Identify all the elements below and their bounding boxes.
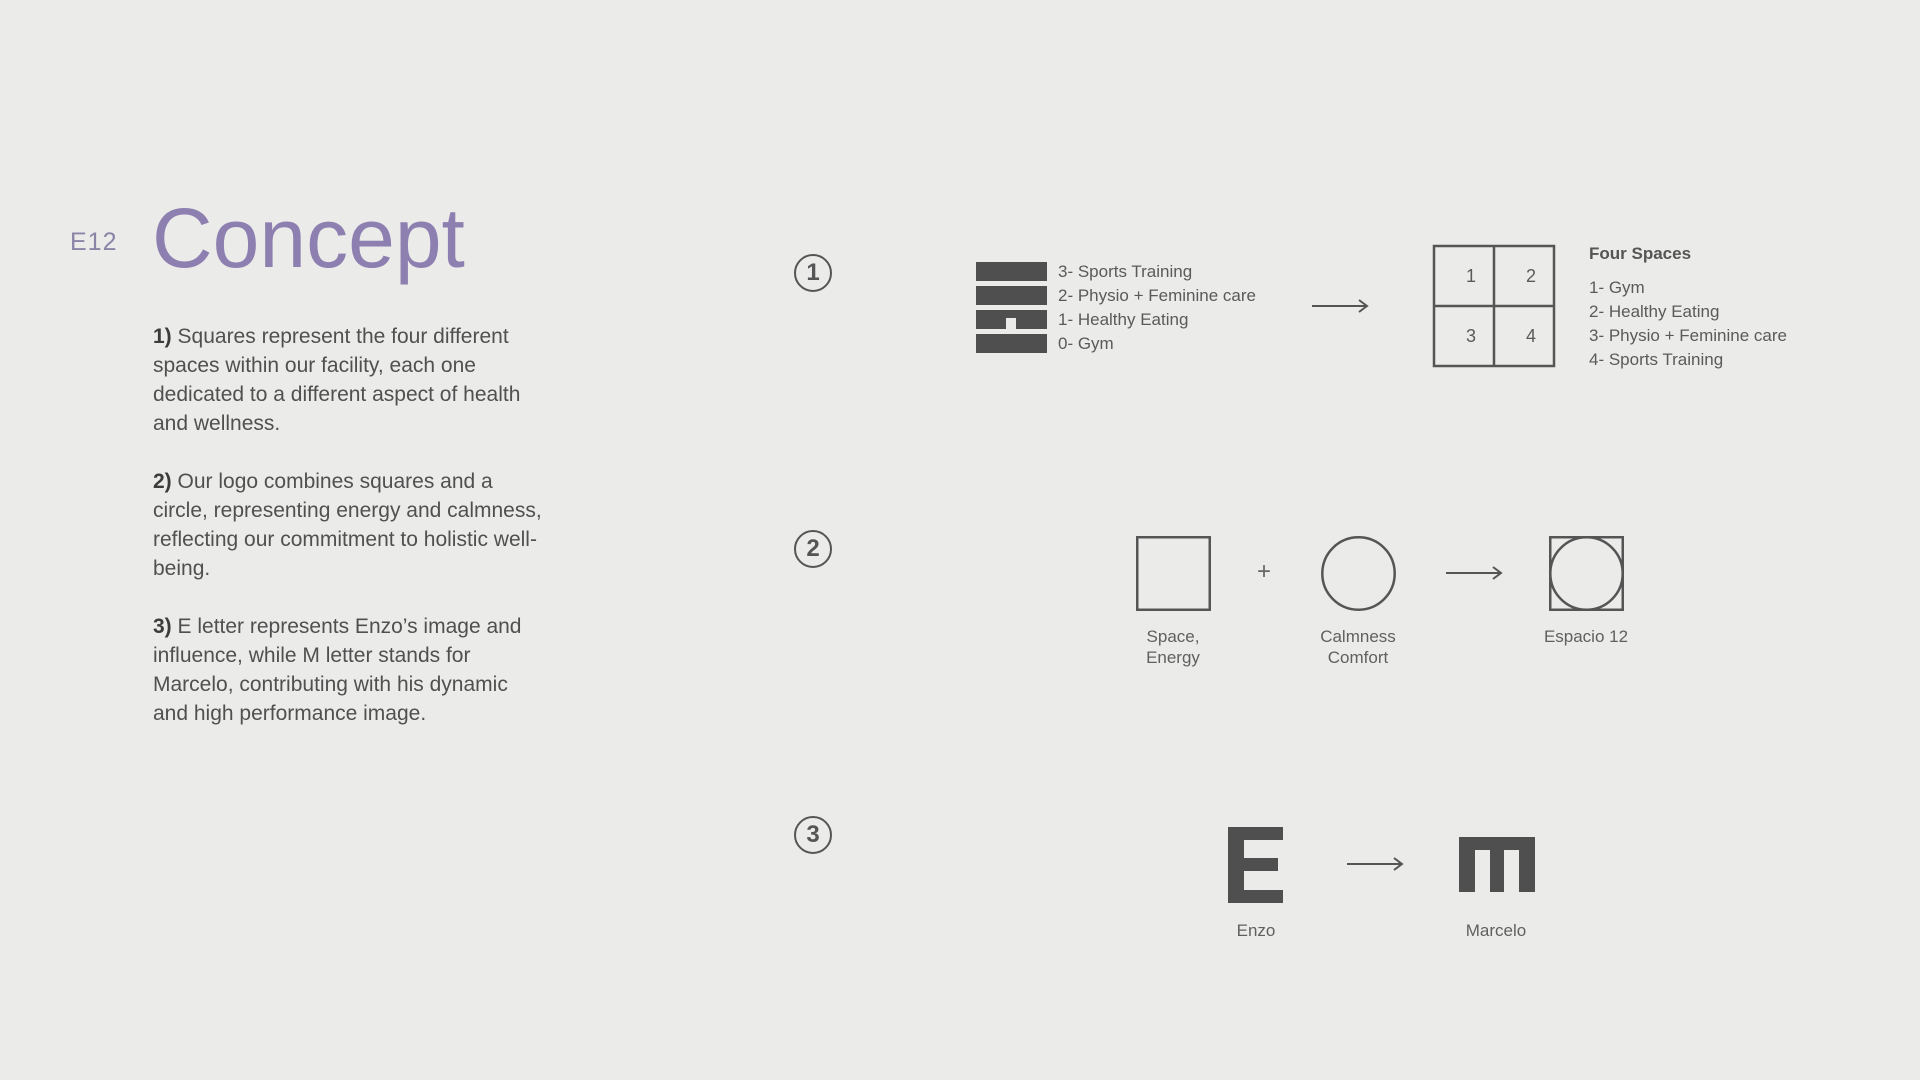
grid-cell-4: 4 — [1525, 326, 1536, 346]
four-spaces-title: Four Spaces — [1589, 244, 1692, 263]
square-caption: Space, Energy — [1123, 626, 1223, 668]
stack-label: 2- Physio + Feminine care — [1058, 286, 1256, 305]
enzo-caption: Enzo — [1236, 921, 1276, 940]
result-caption: Espacio 12 — [1543, 627, 1629, 646]
caption-line: Calmness — [1320, 627, 1396, 646]
paragraph-number: 3) — [153, 615, 172, 638]
four-spaces-item: 4- Sports Training — [1589, 350, 1724, 369]
caption-line: Energy — [1146, 648, 1200, 667]
slide-code: E12 — [70, 228, 118, 256]
stack-labels: 3- Sports Training 2- Physio + Feminine … — [1058, 260, 1256, 356]
four-spaces-item: 1- Gym — [1589, 278, 1645, 297]
square-circle-logo — [1549, 536, 1624, 611]
paragraph-number: 2) — [153, 470, 172, 493]
plus-sign: + — [1257, 558, 1272, 585]
four-spaces-item: 2- Healthy Eating — [1589, 302, 1720, 321]
step-number-2: 2 — [794, 530, 832, 568]
paragraph-text: Squares represent the four different spa… — [153, 325, 521, 435]
paragraph-2: 2) Our logo combines squares and a circl… — [153, 467, 548, 583]
arrow-right-icon — [1446, 566, 1503, 580]
paragraph-text: E letter represents Enzo’s image and inf… — [153, 615, 522, 725]
arrow-right-icon — [1347, 857, 1404, 871]
grid-cell-2: 2 — [1525, 266, 1536, 286]
four-spaces-list: 1- Gym 2- Healthy Eating 3- Physio + Fem… — [1589, 276, 1787, 372]
four-spaces-item: 3- Physio + Feminine care — [1589, 326, 1787, 345]
paragraph-3: 3) E letter represents Enzo’s image and … — [153, 612, 548, 728]
circle-caption: Calmness Comfort — [1308, 626, 1408, 668]
stack-label: 0- Gym — [1058, 334, 1114, 353]
square-shape — [1136, 536, 1211, 611]
page-title: Concept — [152, 191, 465, 285]
caption-line: Space, — [1146, 627, 1200, 646]
arrow-right-icon — [1312, 299, 1369, 313]
paragraph-text: Our logo combines squares and a circle, … — [153, 470, 542, 580]
circle-shape — [1321, 536, 1396, 611]
letter-e-icon — [1228, 827, 1283, 903]
grid-cell-1: 1 — [1465, 266, 1476, 286]
stack-label: 1- Healthy Eating — [1058, 310, 1189, 329]
step-number-1: 1 — [794, 254, 832, 292]
paragraph-number: 1) — [153, 325, 172, 348]
marcelo-caption: Marcelo — [1465, 921, 1527, 940]
stacked-bars-icon — [976, 262, 1047, 353]
caption-line: Comfort — [1327, 648, 1389, 667]
step-number-3: 3 — [794, 816, 832, 854]
paragraph-1: 1) Squares represent the four different … — [153, 322, 548, 438]
grid-cell-3: 3 — [1465, 326, 1476, 346]
letter-m-icon — [1459, 837, 1535, 892]
four-spaces-grid — [1432, 244, 1556, 368]
stack-label: 3- Sports Training — [1058, 262, 1193, 281]
